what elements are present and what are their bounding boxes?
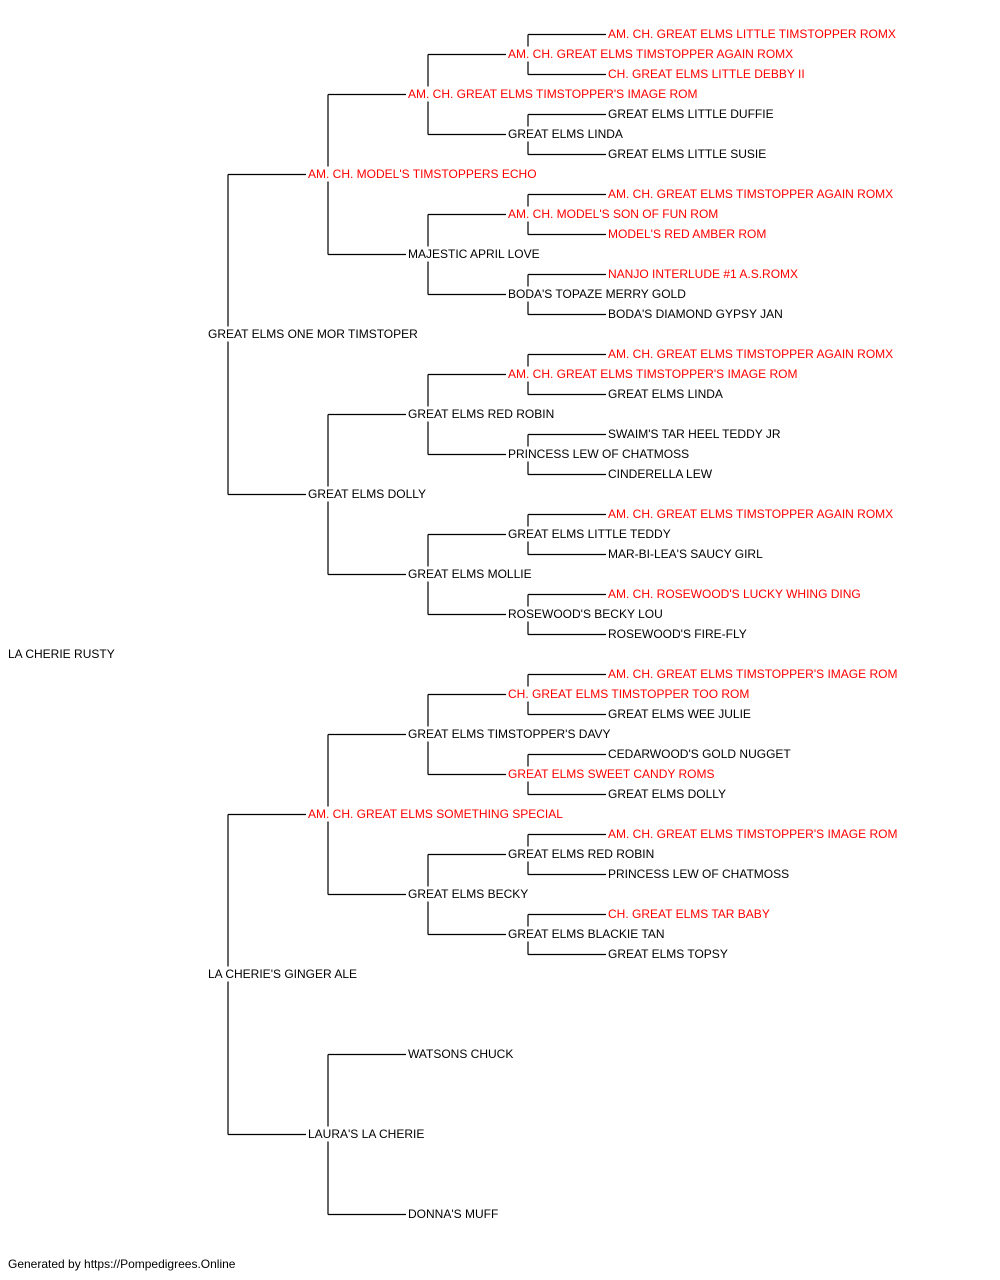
ancestor-dam-sire-sire-dam-sire-name: CEDARWOOD'S GOLD NUGGET <box>606 746 793 761</box>
ancestor-dam-sire-dam-dam-name: GREAT ELMS BLACKIE TAN <box>506 926 667 941</box>
ancestor-sire-sire-dam-sire-sire-name: AM. CH. GREAT ELMS TIMSTOPPER AGAIN ROMX <box>606 186 896 201</box>
ancestor-dam-dam-name: LAURA'S LA CHERIE <box>306 1126 427 1141</box>
ancestor-sire-dam-dam-sire-sire-name: AM. CH. GREAT ELMS TIMSTOPPER AGAIN ROMX <box>606 506 896 521</box>
footer-credit: Generated by https://Pompedigrees.Online <box>8 1257 236 1271</box>
ancestor-sire-sire-sire-name: AM. CH. GREAT ELMS TIMSTOPPER'S IMAGE RO… <box>406 86 700 101</box>
ancestor-sire-dam-sire-dam-dam-name: CINDERELLA LEW <box>606 466 715 481</box>
ancestor-dam-sire-dam-sire-name: GREAT ELMS RED ROBIN <box>506 846 657 861</box>
ancestor-sire-sire-dam-sire-name: AM. CH. MODEL'S SON OF FUN ROM <box>506 206 721 221</box>
ancestor-sire-dam-sire-dam-name: PRINCESS LEW OF CHATMOSS <box>506 446 692 461</box>
ancestor-dam-sire-sire-name: GREAT ELMS TIMSTOPPER'S DAVY <box>406 726 613 741</box>
ancestor-dam-sire-dam-sire-dam-name: PRINCESS LEW OF CHATMOSS <box>606 866 792 881</box>
ancestor-sire-dam-dam-dam-sire-name: AM. CH. ROSEWOOD'S LUCKY WHING DING <box>606 586 863 601</box>
ancestor-dam-sire-sire-sire-name: CH. GREAT ELMS TIMSTOPPER TOO ROM <box>506 686 752 701</box>
ancestor-sire-sire-dam-dam-sire-name: NANJO INTERLUDE #1 A.S.ROMX <box>606 266 801 281</box>
ancestor-sire-dam-dam-sire-name: GREAT ELMS LITTLE TEDDY <box>506 526 673 541</box>
ancestor-dam-dam-dam-name: DONNA'S MUFF <box>406 1206 501 1221</box>
ancestor-sire-dam-sire-sire-dam-name: GREAT ELMS LINDA <box>606 386 725 401</box>
ancestor-sire-dam-sire-dam-sire-name: SWAIM'S TAR HEEL TEDDY JR <box>606 426 783 441</box>
ancestor-dam-sire-sire-dam-dam-name: GREAT ELMS DOLLY <box>606 786 729 801</box>
ancestor-sire-dam-dam-dam-dam-name: ROSEWOOD'S FIRE-FLY <box>606 626 749 641</box>
ancestor-sire-sire-sire-dam-sire-name: GREAT ELMS LITTLE DUFFIE <box>606 106 776 121</box>
ancestor-dam-sire-dam-sire-sire-name: AM. CH. GREAT ELMS TIMSTOPPER'S IMAGE RO… <box>606 826 900 841</box>
ancestor-sire-dam-dam-dam-name: ROSEWOOD'S BECKY LOU <box>506 606 665 621</box>
ancestor-sire-dam-sire-name: GREAT ELMS RED ROBIN <box>406 406 557 421</box>
ancestor-dam-sire-sire-sire-sire-name: AM. CH. GREAT ELMS TIMSTOPPER'S IMAGE RO… <box>606 666 900 681</box>
ancestor-dam-dam-sire-name: WATSONS CHUCK <box>406 1046 516 1061</box>
ancestor-dam-sire-dam-dam-sire-name: CH. GREAT ELMS TAR BABY <box>606 906 772 921</box>
ancestor-sire-name: GREAT ELMS ONE MOR TIMSTOPER <box>206 326 420 341</box>
ancestor-sire-dam-sire-sire-name: AM. CH. GREAT ELMS TIMSTOPPER'S IMAGE RO… <box>506 366 800 381</box>
ancestor-sire-sire-sire-dam-dam-name: GREAT ELMS LITTLE SUSIE <box>606 146 769 161</box>
ancestor-sire-dam-dam-sire-dam-name: MAR-BI-LEA'S SAUCY GIRL <box>606 546 765 561</box>
ancestor-dam-name: LA CHERIE'S GINGER ALE <box>206 966 360 981</box>
ancestor-sire-sire-sire-sire-sire-name: AM. CH. GREAT ELMS LITTLE TIMSTOPPER ROM… <box>606 26 898 41</box>
ancestor-sire-dam-name: GREAT ELMS DOLLY <box>306 486 429 501</box>
ancestor-sire-sire-sire-sire-dam-name: CH. GREAT ELMS LITTLE DEBBY II <box>606 66 807 81</box>
ancestor-dam-sire-dam-dam-dam-name: GREAT ELMS TOPSY <box>606 946 730 961</box>
ancestor-sire-dam-dam-name: GREAT ELMS MOLLIE <box>406 566 534 581</box>
ancestor-dam-sire-name: AM. CH. GREAT ELMS SOMETHING SPECIAL <box>306 806 565 821</box>
ancestor-sire-sire-sire-sire-name: AM. CH. GREAT ELMS TIMSTOPPER AGAIN ROMX <box>506 46 796 61</box>
ancestor-dam-sire-dam-name: GREAT ELMS BECKY <box>406 886 531 901</box>
ancestor-sire-sire-name: AM. CH. MODEL'S TIMSTOPPERS ECHO <box>306 166 539 181</box>
ancestor-sire-sire-dam-sire-dam-name: MODEL'S RED AMBER ROM <box>606 226 769 241</box>
ancestor-dam-sire-sire-sire-dam-name: GREAT ELMS WEE JULIE <box>606 706 753 721</box>
ancestor-sire-dam-sire-sire-sire-name: AM. CH. GREAT ELMS TIMSTOPPER AGAIN ROMX <box>606 346 896 361</box>
ancestor-sire-sire-dam-name: MAJESTIC APRIL LOVE <box>406 246 542 261</box>
ancestor-sire-sire-dam-dam-dam-name: BODA'S DIAMOND GYPSY JAN <box>606 306 785 321</box>
ancestor-sire-sire-sire-dam-name: GREAT ELMS LINDA <box>506 126 625 141</box>
ancestor-sire-sire-dam-dam-name: BODA'S TOPAZE MERRY GOLD <box>506 286 688 301</box>
ancestor-dam-sire-sire-dam-name: GREAT ELMS SWEET CANDY ROMS <box>506 766 717 781</box>
subject-dog-name: LA CHERIE RUSTY <box>6 646 117 661</box>
